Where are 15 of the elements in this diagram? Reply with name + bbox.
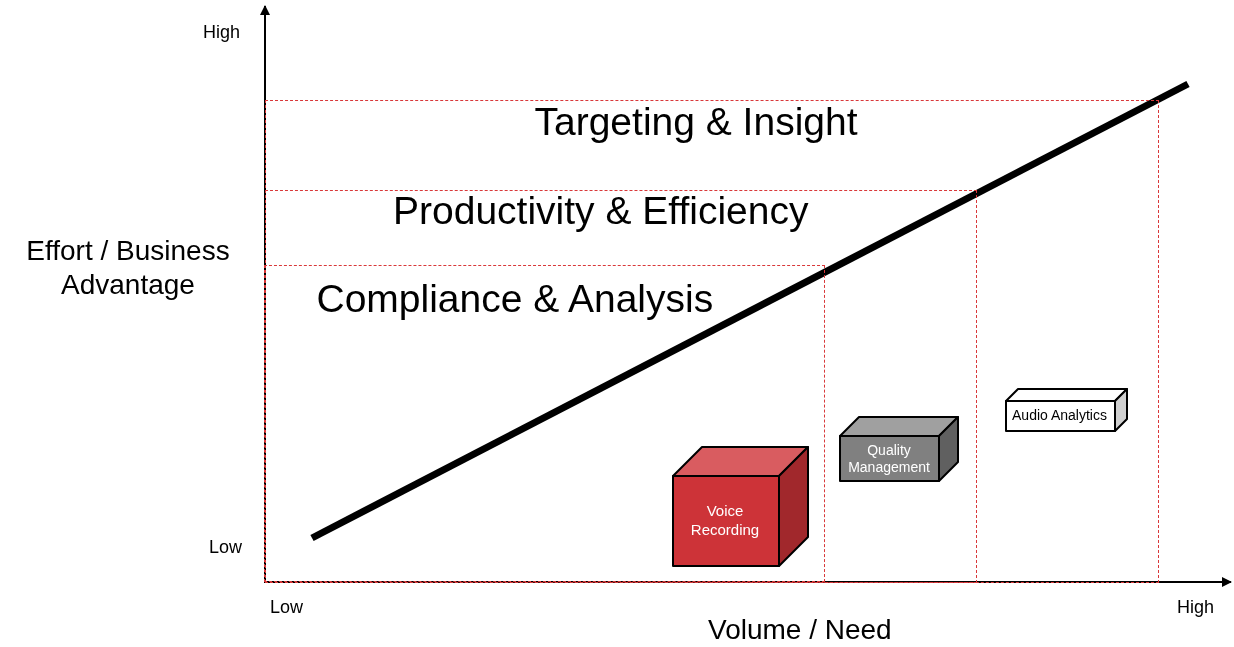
dashed-region <box>264 189 977 583</box>
axis-label: Volume / Need <box>708 614 892 646</box>
zone-label: Targeting & Insight <box>534 101 858 141</box>
zone-label: Compliance & Analysis <box>316 278 714 318</box>
cube-label: Voice Recording <box>689 502 761 540</box>
axis-label: Low <box>209 537 243 558</box>
axis-label: Effort / Business Advantage <box>25 234 231 302</box>
zone-label: Productivity & Efficiency <box>393 191 809 230</box>
axis-label: High <box>1177 597 1215 618</box>
dashed-region <box>264 265 825 582</box>
cube-label: Quality Management <box>847 441 931 477</box>
axis-label: High <box>203 22 241 43</box>
cube-label: Audio Analytics <box>1012 407 1107 425</box>
dashed-region <box>265 100 1159 583</box>
axis-label: Low <box>270 597 304 618</box>
